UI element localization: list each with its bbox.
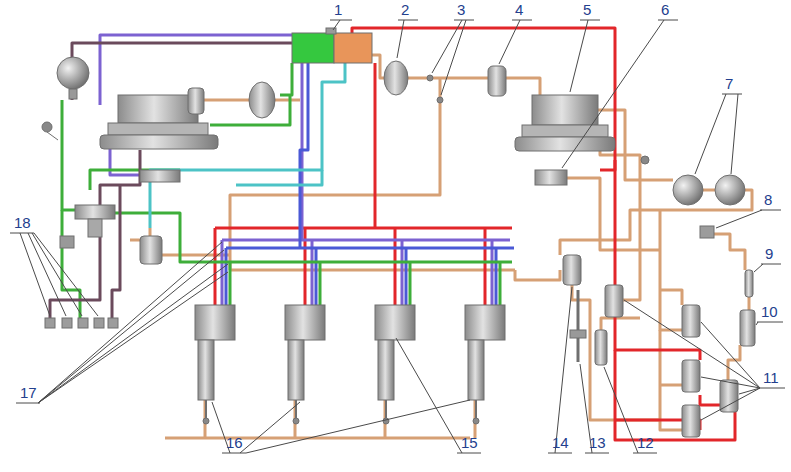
callout-number: 8 (764, 191, 772, 209)
callout-number: 10 (761, 303, 778, 321)
callout-number: 4 (515, 1, 523, 19)
callout-number: 18 (14, 214, 31, 232)
callout-number: 2 (401, 1, 409, 19)
leader-lines (10, 20, 785, 453)
callout-number: 6 (661, 1, 669, 19)
callout-number: 7 (725, 75, 733, 93)
callout-number: 9 (765, 245, 773, 263)
callout-number: 5 (583, 1, 591, 19)
callout-number: 3 (457, 1, 465, 19)
callout-number: 12 (637, 434, 654, 452)
callout-number: 17 (20, 384, 37, 402)
callout-number: 1 (334, 1, 342, 19)
callout-number: 16 (226, 434, 243, 452)
callout-number: 11 (763, 369, 779, 387)
callout-number: 13 (589, 434, 606, 452)
components (42, 28, 755, 437)
callout-number: 15 (461, 434, 478, 452)
callout-number: 14 (552, 434, 569, 452)
pipes (50, 28, 752, 440)
